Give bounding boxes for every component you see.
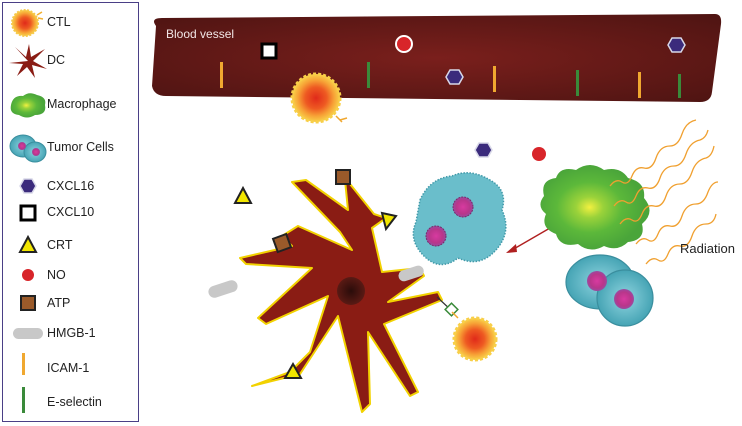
atp-marker bbox=[271, 232, 293, 254]
cxcl16-icon bbox=[19, 178, 37, 194]
no-icon bbox=[22, 269, 34, 281]
legend-item-tumor-cells: Tumor Cells bbox=[3, 130, 138, 166]
no-marker bbox=[532, 147, 546, 161]
arrow bbox=[506, 227, 551, 253]
ctl-cell bbox=[451, 311, 498, 362]
atp-marker bbox=[335, 169, 351, 185]
e-selectin-marker bbox=[678, 74, 681, 98]
blood-vessel: Blood vessel bbox=[152, 14, 722, 102]
vessel-contents bbox=[220, 35, 686, 98]
diagram-scene: Blood vessel bbox=[152, 14, 735, 413]
dc-icon bbox=[9, 44, 47, 78]
atp-markers bbox=[271, 169, 351, 254]
cxcl16-marker bbox=[445, 69, 464, 85]
legend-item-crt: CRT bbox=[3, 228, 138, 264]
legend-label: CTL bbox=[47, 15, 71, 29]
macrophage-cell bbox=[540, 165, 650, 250]
tumor-cells bbox=[565, 254, 654, 327]
hmgb1-icon bbox=[13, 328, 43, 339]
legend-label: DC bbox=[47, 53, 66, 67]
legend-label: E-selectin bbox=[47, 395, 102, 409]
legend-label: ICAM-1 bbox=[47, 361, 90, 375]
dendritic-cell bbox=[239, 179, 459, 413]
ctl-cell bbox=[290, 72, 348, 124]
legend-item-macrophage: Macrophage bbox=[3, 87, 138, 123]
legend-item-no: NO bbox=[3, 258, 138, 294]
macrophage-icon bbox=[10, 93, 46, 118]
legend-item-e-selectin: E-selectin bbox=[3, 385, 138, 421]
legend-label: NO bbox=[47, 268, 66, 282]
e-selectin-marker bbox=[367, 62, 370, 88]
icam1-icon bbox=[22, 353, 25, 375]
icam1-marker bbox=[638, 72, 641, 98]
icam1-marker bbox=[493, 66, 496, 92]
crt-markers bbox=[233, 185, 398, 379]
cxcl10-icon bbox=[19, 204, 37, 222]
cxcl10-marker bbox=[260, 42, 278, 60]
legend-item-icam1: ICAM-1 bbox=[3, 351, 138, 387]
icam1-marker bbox=[220, 62, 223, 88]
crt-marker bbox=[283, 361, 303, 379]
hmgb1-marker bbox=[398, 265, 424, 282]
legend-panel: CTL DC Macrophage Tumor Cells CXCL16 CXC… bbox=[2, 2, 139, 422]
cxcl16-marker bbox=[667, 37, 686, 53]
e-selectin-marker bbox=[576, 70, 579, 96]
no-marker bbox=[395, 35, 413, 53]
legend-label: Macrophage bbox=[47, 97, 117, 111]
dying-tumor-cells bbox=[412, 172, 507, 266]
crt-marker bbox=[233, 185, 253, 204]
legend-item-ctl: CTL bbox=[3, 5, 138, 41]
legend-label: Tumor Cells bbox=[47, 140, 114, 154]
ctl-icon bbox=[11, 9, 44, 37]
crt-icon bbox=[18, 234, 38, 253]
legend-item-hmgb1: HMGB-1 bbox=[3, 316, 138, 352]
legend-label: HMGB-1 bbox=[47, 326, 96, 340]
hmgb1-markers bbox=[208, 265, 424, 298]
tumor-cells-icon bbox=[9, 134, 47, 163]
crt-marker bbox=[380, 211, 398, 232]
radiation-label: Radiation bbox=[680, 241, 735, 256]
radiation-waves bbox=[609, 119, 719, 265]
cxcl16-marker bbox=[474, 142, 493, 158]
legend-label: CXCL10 bbox=[47, 205, 95, 219]
legend-item-dc: DC bbox=[3, 43, 138, 79]
vessel-label: Blood vessel bbox=[166, 27, 234, 41]
atp-icon bbox=[20, 295, 36, 311]
hmgb1-marker bbox=[208, 280, 238, 298]
legend-item-atp: ATP bbox=[3, 286, 138, 322]
legend-label: CRT bbox=[47, 238, 73, 252]
legend-label: CXCL16 bbox=[47, 179, 95, 193]
legend-label: ATP bbox=[47, 296, 71, 310]
legend-item-cxcl10: CXCL10 bbox=[3, 195, 138, 231]
legend-item-cxcl16: CXCL16 bbox=[3, 169, 138, 205]
e-selectin-icon bbox=[22, 387, 25, 413]
